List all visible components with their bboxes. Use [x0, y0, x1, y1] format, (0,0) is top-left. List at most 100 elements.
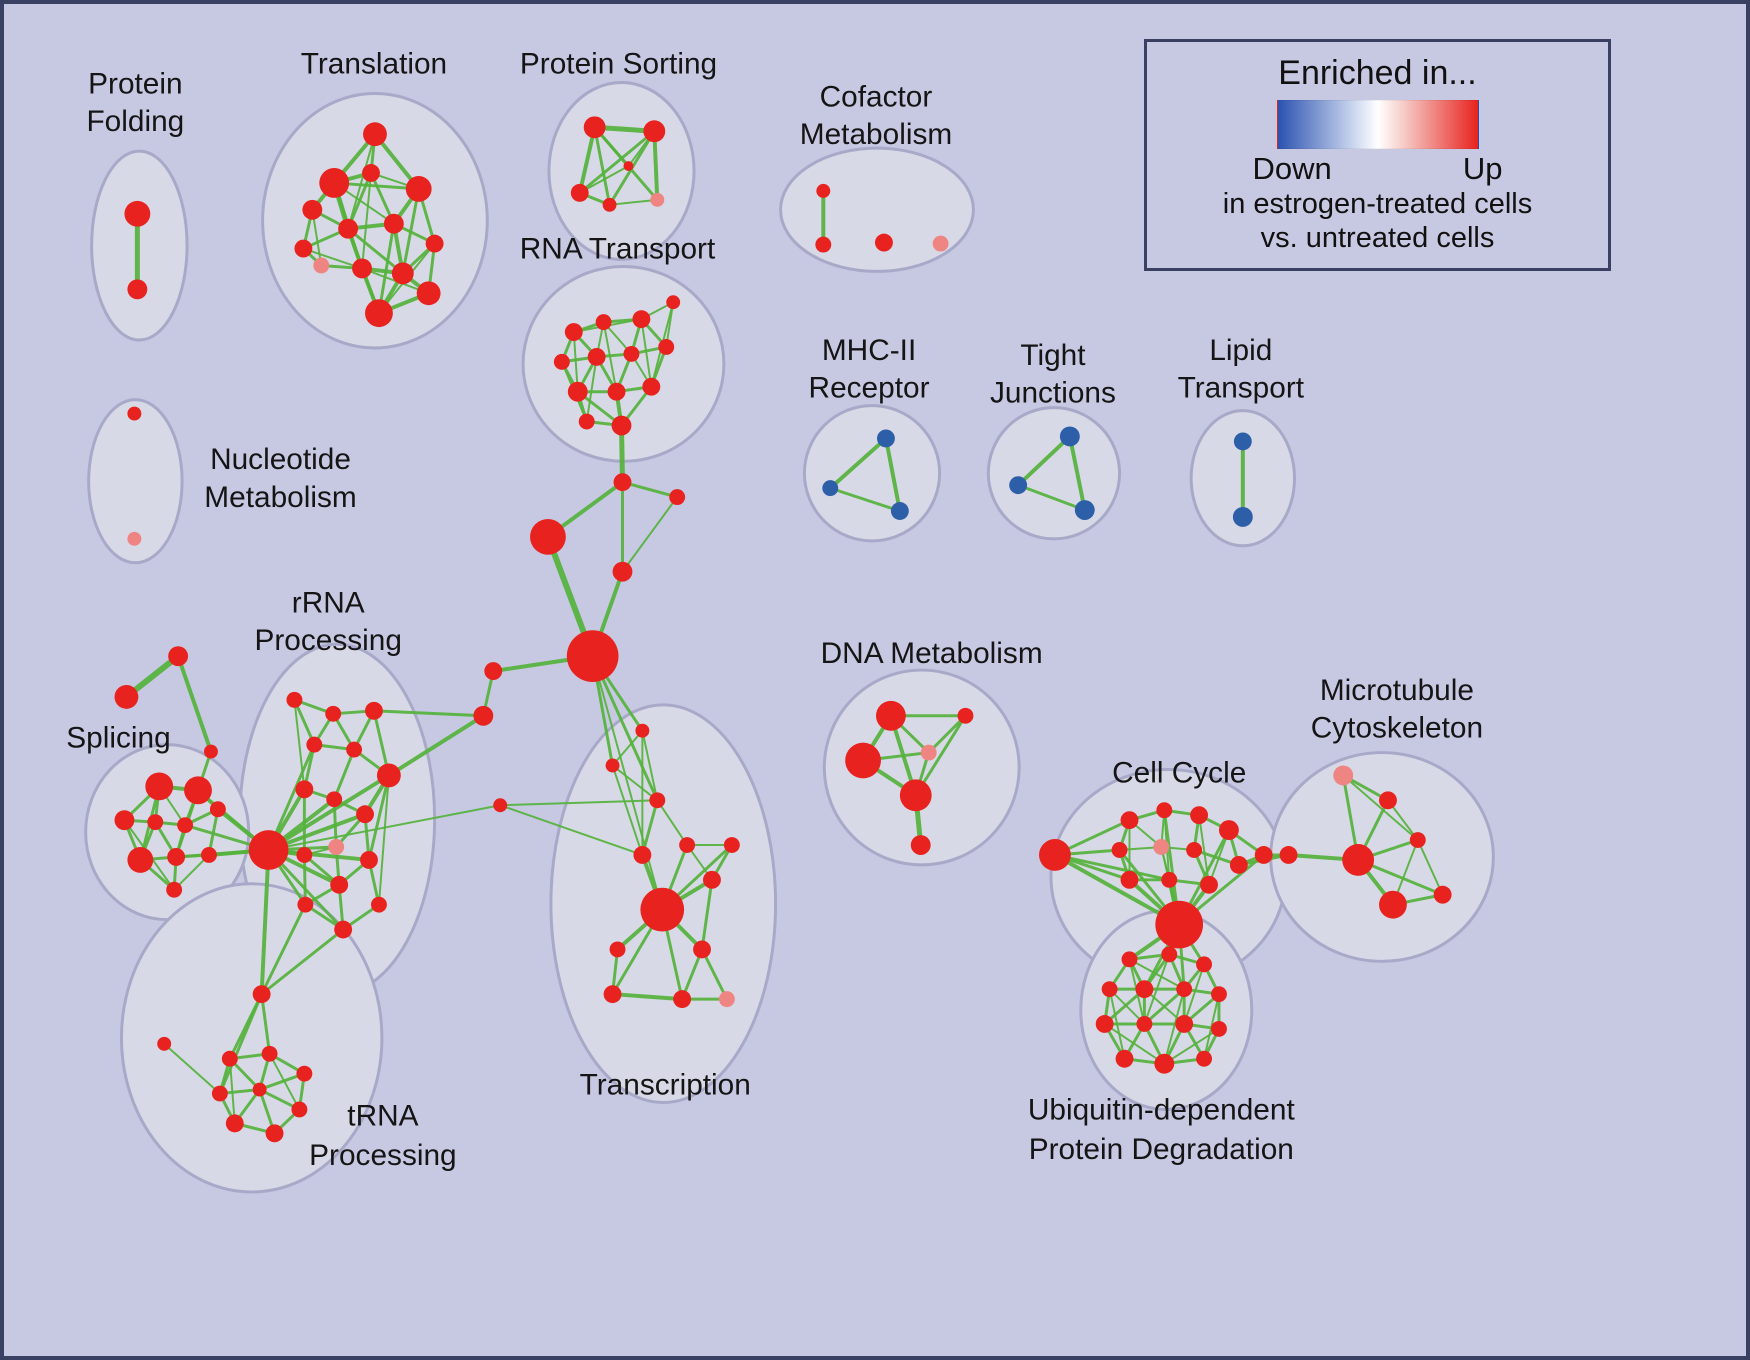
- node-150[interactable]: [1196, 1050, 1213, 1067]
- node-15[interactable]: [416, 281, 441, 306]
- node-144[interactable]: [1095, 1015, 1114, 1033]
- node-70[interactable]: [326, 791, 343, 808]
- node-87[interactable]: [225, 1114, 244, 1133]
- node-109[interactable]: [493, 798, 508, 813]
- node-77[interactable]: [334, 920, 353, 939]
- node-57[interactable]: [209, 801, 226, 818]
- node-73[interactable]: [296, 847, 313, 863]
- node-27[interactable]: [595, 314, 612, 331]
- node-82[interactable]: [261, 1045, 278, 1062]
- node-88[interactable]: [265, 1124, 284, 1143]
- node-95[interactable]: [703, 870, 721, 889]
- node-71[interactable]: [356, 805, 374, 824]
- node-127[interactable]: [1200, 875, 1218, 894]
- node-119[interactable]: [1190, 806, 1209, 825]
- node-8[interactable]: [338, 218, 359, 239]
- node-121[interactable]: [1111, 842, 1128, 858]
- node-94[interactable]: [640, 887, 685, 932]
- node-81[interactable]: [221, 1050, 238, 1067]
- node-22[interactable]: [816, 183, 831, 198]
- node-102[interactable]: [613, 473, 632, 492]
- node-54[interactable]: [114, 810, 135, 831]
- node-146[interactable]: [1175, 1015, 1194, 1033]
- node-10[interactable]: [425, 234, 444, 253]
- node-92[interactable]: [679, 837, 696, 853]
- node-56[interactable]: [177, 817, 194, 834]
- node-116[interactable]: [1039, 839, 1071, 871]
- node-118[interactable]: [1156, 802, 1173, 819]
- node-84[interactable]: [211, 1085, 228, 1102]
- node-53[interactable]: [184, 776, 212, 805]
- node-28[interactable]: [632, 310, 651, 329]
- node-14[interactable]: [365, 299, 393, 328]
- node-115[interactable]: [910, 835, 931, 855]
- node-30[interactable]: [553, 353, 570, 370]
- node-37[interactable]: [611, 415, 632, 436]
- node-126[interactable]: [1161, 871, 1178, 888]
- node-85[interactable]: [252, 1082, 267, 1097]
- node-103[interactable]: [669, 489, 686, 506]
- node-24[interactable]: [875, 233, 893, 252]
- node-51[interactable]: [203, 744, 218, 759]
- node-78[interactable]: [370, 896, 387, 913]
- node-55[interactable]: [147, 814, 164, 831]
- node-33[interactable]: [658, 339, 675, 355]
- node-93[interactable]: [633, 846, 652, 864]
- node-112[interactable]: [845, 742, 881, 779]
- node-79[interactable]: [252, 985, 271, 1004]
- node-104[interactable]: [530, 518, 566, 555]
- node-74[interactable]: [360, 850, 378, 869]
- node-43[interactable]: [1009, 476, 1028, 495]
- node-45[interactable]: [1233, 432, 1252, 451]
- node-4[interactable]: [302, 199, 323, 220]
- node-26[interactable]: [564, 323, 583, 342]
- node-29[interactable]: [666, 295, 681, 310]
- node-75[interactable]: [330, 875, 349, 894]
- node-89[interactable]: [635, 723, 650, 738]
- node-32[interactable]: [623, 345, 640, 362]
- node-66[interactable]: [306, 736, 323, 753]
- node-114[interactable]: [899, 779, 932, 812]
- node-148[interactable]: [1115, 1049, 1134, 1068]
- node-69[interactable]: [295, 780, 314, 799]
- node-149[interactable]: [1154, 1053, 1175, 1074]
- node-62[interactable]: [248, 830, 289, 870]
- node-142[interactable]: [1176, 981, 1193, 998]
- node-18[interactable]: [570, 183, 589, 202]
- node-129[interactable]: [1254, 846, 1273, 864]
- node-34[interactable]: [567, 381, 588, 402]
- node-130[interactable]: [1333, 765, 1354, 786]
- node-40[interactable]: [822, 480, 839, 497]
- node-20[interactable]: [650, 192, 665, 207]
- node-101[interactable]: [718, 991, 735, 1008]
- node-60[interactable]: [200, 847, 217, 863]
- node-35[interactable]: [607, 382, 626, 401]
- node-5[interactable]: [362, 164, 380, 182]
- node-49[interactable]: [168, 646, 189, 667]
- node-106[interactable]: [566, 630, 619, 682]
- node-143[interactable]: [1211, 986, 1227, 1003]
- node-16[interactable]: [583, 116, 606, 139]
- node-100[interactable]: [673, 990, 692, 1009]
- node-80[interactable]: [157, 1036, 172, 1051]
- node-61[interactable]: [166, 881, 183, 898]
- node-3[interactable]: [319, 168, 350, 198]
- node-136[interactable]: [1409, 832, 1426, 849]
- node-31[interactable]: [587, 347, 606, 366]
- node-38[interactable]: [578, 413, 595, 430]
- node-48[interactable]: [127, 531, 142, 546]
- node-68[interactable]: [376, 763, 401, 788]
- node-90[interactable]: [605, 758, 620, 773]
- node-117[interactable]: [1120, 811, 1139, 830]
- node-99[interactable]: [603, 985, 622, 1004]
- node-25[interactable]: [932, 235, 949, 252]
- node-96[interactable]: [723, 837, 740, 853]
- node-111[interactable]: [957, 707, 974, 724]
- node-65[interactable]: [365, 701, 383, 720]
- node-64[interactable]: [325, 705, 342, 722]
- node-1[interactable]: [127, 279, 148, 300]
- node-105[interactable]: [612, 561, 633, 582]
- node-137[interactable]: [1121, 951, 1138, 968]
- node-9[interactable]: [383, 213, 404, 234]
- node-133[interactable]: [1342, 844, 1375, 876]
